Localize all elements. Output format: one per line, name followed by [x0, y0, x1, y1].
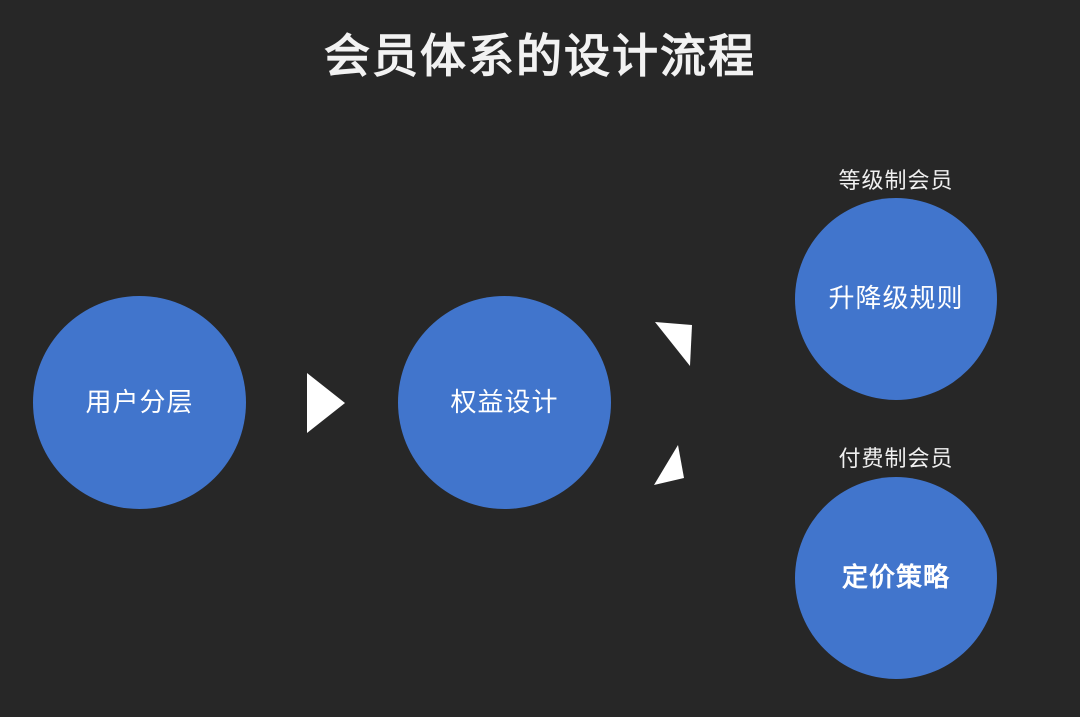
arrow-down-left-icon: [654, 445, 684, 485]
flow-node-benefit-design[interactable]: 权益设计: [398, 296, 611, 509]
flow-node-upgrade-rules[interactable]: 升降级规则: [795, 198, 997, 400]
flow-node-label: 定价策略: [841, 562, 950, 593]
branch-caption-tiered: 等级制会员: [838, 168, 954, 193]
flow-node-label: 权益设计: [450, 386, 559, 417]
flow-node-user-tiering[interactable]: 用户分层: [33, 296, 246, 509]
arrow-right-icon: [307, 373, 345, 433]
page-title: 会员体系的设计流程: [324, 30, 756, 82]
flow-node-label: 升降级规则: [828, 283, 964, 314]
flow-node-label: 用户分层: [85, 386, 194, 417]
flow-node-pricing-strategy[interactable]: 定价策略: [795, 477, 997, 679]
arrow-up-right-icon: [655, 322, 692, 366]
branch-caption-paid: 付费制会员: [838, 446, 954, 471]
